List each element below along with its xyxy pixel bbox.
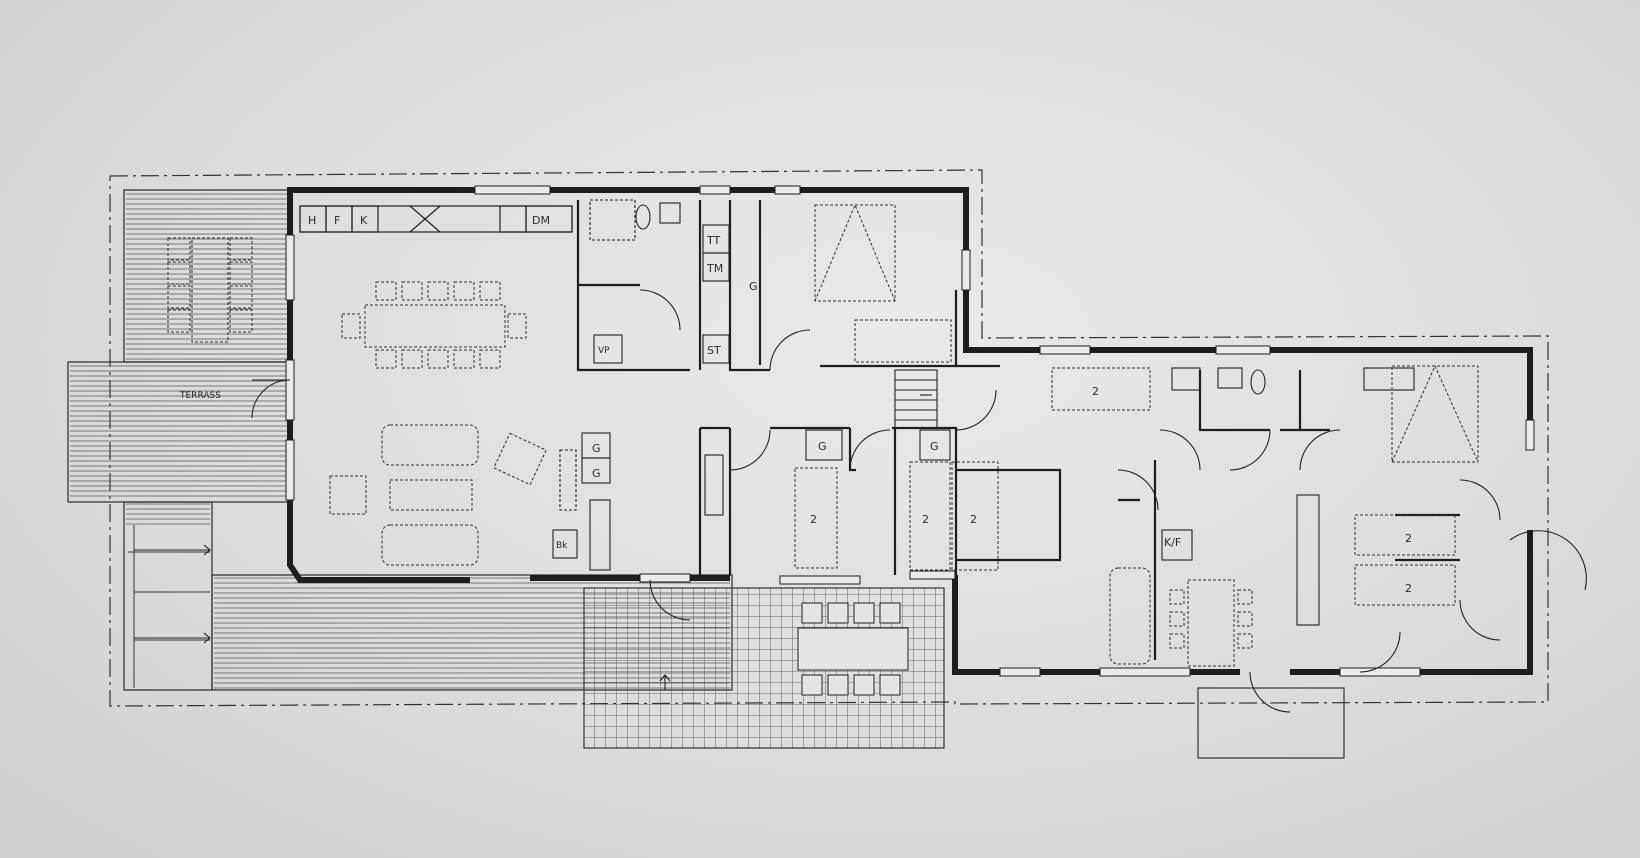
kitchen-counter	[299, 205, 573, 233]
label-tm: TM	[706, 262, 723, 275]
exterior-walls	[287, 187, 1533, 675]
terrace-table	[191, 237, 229, 343]
room-labels: TERRASS H F K DM TT TM ST VP G G G G G B…	[179, 214, 1412, 595]
entry-arrows	[134, 394, 932, 690]
label-bed-4: 2	[1092, 385, 1099, 398]
dining-table-main	[364, 304, 506, 348]
label-vp: VP	[598, 346, 610, 356]
bathroom-fixtures-1	[589, 199, 730, 364]
label-bed-1: 2	[810, 513, 817, 526]
label-hall-h: H	[308, 214, 316, 227]
living-storage	[552, 429, 1320, 626]
interior-stairs	[894, 369, 938, 429]
dining-chairs-main	[341, 281, 527, 369]
label-g-living-2: G	[592, 467, 601, 480]
label-g-closet-main: G	[749, 280, 758, 293]
kitchen-dining	[1169, 579, 1253, 667]
label-g-living-1: G	[592, 442, 601, 455]
patio-dining-table	[797, 602, 909, 696]
label-bed-3: 2	[970, 513, 977, 526]
living-furniture	[329, 424, 1151, 665]
label-dm: DM	[532, 214, 550, 227]
label-tt: TT	[706, 234, 721, 247]
label-g-bed-2: G	[930, 440, 939, 453]
door-swings	[251, 289, 1587, 713]
entry-landing	[1197, 687, 1345, 759]
label-terrace: TERRASS	[179, 391, 221, 401]
label-bed-6: 2	[1405, 582, 1412, 595]
terrace-stairs	[128, 525, 210, 688]
label-hall-f: F	[334, 214, 340, 227]
windows	[285, 185, 1535, 677]
label-st: ST	[707, 344, 721, 357]
label-bed-5: 2	[1405, 532, 1412, 545]
bathroom-fixtures-2	[1171, 367, 1415, 395]
label-bed-2: 2	[922, 513, 929, 526]
label-bk: Bk	[556, 541, 568, 551]
label-hall-k: K	[360, 214, 368, 227]
label-g-bed-1: G	[818, 440, 827, 453]
label-kf: K/F	[1164, 536, 1181, 549]
terrace-chairs	[167, 237, 253, 333]
beds	[794, 203, 1479, 606]
